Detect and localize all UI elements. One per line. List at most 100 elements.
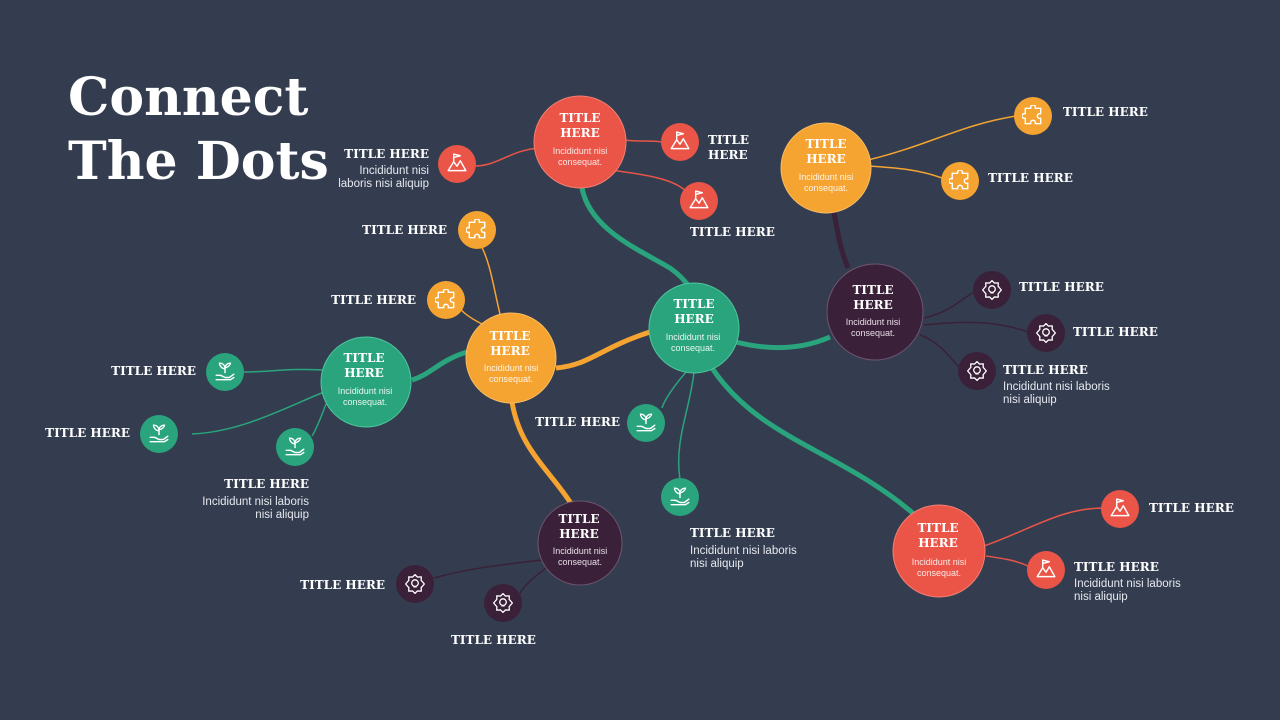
hub-subtitle-line1: Incididunt nisi <box>338 386 393 396</box>
gear-bulb-icon[interactable] <box>396 565 434 603</box>
hub-title-line1: TITLE <box>805 137 846 151</box>
hub-subtitle-line2: consequat. <box>851 328 895 338</box>
label-title: TITLE HERE <box>1149 501 1234 515</box>
hub-bottom-red[interactable]: TITLE HERE Incididunt nisi consequat. <box>892 504 986 598</box>
connector-thin <box>983 507 1105 547</box>
label-title: TITLE HERE <box>362 223 447 237</box>
connector-thin <box>867 165 943 179</box>
hub-subtitle-line1: Incididunt nisi <box>666 332 721 342</box>
hub-subtitle-line1: Incididunt nisi <box>846 317 901 327</box>
hand-plant-icon[interactable] <box>661 478 699 516</box>
gear-bulb-icon[interactable] <box>484 584 522 622</box>
label-description-line2: laboris nisi aliquip <box>338 177 429 190</box>
hand-plant-icon[interactable] <box>276 428 314 466</box>
label-description: Incididunt nisi laboris nisi aliquip <box>1074 578 1181 603</box>
label-description: Incididunt nisi laboris nisi aliquip <box>338 165 429 190</box>
mountain-flag-icon[interactable] <box>438 145 476 183</box>
puzzle-icon[interactable] <box>941 162 979 200</box>
hand-plant-icon[interactable] <box>627 404 665 442</box>
page-title: Connect The Dots <box>68 66 329 194</box>
hub-top-orange[interactable]: TITLE HERE Incididunt nisi consequat. <box>780 122 872 214</box>
hub-title-line2: HERE <box>344 366 384 380</box>
hub-subtitle-line1: Incididunt nisi <box>799 172 854 182</box>
mountain-flag-icon[interactable] <box>1101 490 1139 528</box>
mountain-flag-icon[interactable] <box>680 182 718 220</box>
hub-subtitle-line1: Incididunt nisi <box>484 363 539 373</box>
hub-title-line1: TITLE <box>343 351 384 365</box>
puzzle-icon[interactable] <box>458 211 496 249</box>
hub-title-line2: HERE <box>674 312 714 326</box>
hub-title-line1: TITLE <box>558 512 599 526</box>
hub-left-green[interactable]: TITLE HERE Incididunt nisi consequat. <box>320 336 412 428</box>
connector-thin <box>985 555 1029 567</box>
connector-right-purple-top-orange <box>831 211 851 269</box>
hub-title-line2: HERE <box>806 152 846 166</box>
label-description-line2: nisi aliquip <box>1003 393 1057 406</box>
hub-title-line2: HERE <box>853 298 893 312</box>
label-description-line1: Incididunt nisi laboris <box>1074 578 1181 590</box>
label-title: TITLE HERE <box>331 293 416 307</box>
label-title: TITLE HERE <box>300 578 385 592</box>
label-description-line1: Incididunt nisi laboris <box>202 496 309 508</box>
hub-title-line1: TITLE <box>489 329 530 343</box>
hub-center[interactable]: TITLE HERE Incididunt nisi consequat. <box>648 282 740 374</box>
page-title-line2: The Dots <box>68 131 329 192</box>
connector-thin <box>923 321 1029 333</box>
connector-center-top-red <box>579 187 693 290</box>
connector-thin <box>623 139 663 143</box>
connector-thin <box>867 115 1017 161</box>
hub-bottom-purple[interactable]: TITLE HERE Incididunt nisi consequat. <box>537 500 623 586</box>
hub-subtitle-line2: consequat. <box>343 397 387 407</box>
connector-thin <box>433 559 543 579</box>
label-title: TITLE HERE <box>690 225 775 239</box>
puzzle-icon[interactable] <box>427 281 465 319</box>
satellite-connectors <box>191 115 1105 595</box>
label-description-line1: Incididunt nisi laboris <box>690 545 797 557</box>
hub-subtitle-line2: consequat. <box>558 157 602 167</box>
hub-title-line2: HERE <box>559 527 599 541</box>
connector-thin <box>311 403 327 437</box>
label-title: TITLE HERE <box>708 133 749 163</box>
hub-right-purple[interactable]: TITLE HERE Incididunt nisi consequat. <box>826 263 924 361</box>
label-title: TITLE HERE <box>1019 280 1104 294</box>
hub-subtitle-line1: Incididunt nisi <box>912 557 967 567</box>
label-description: Incididunt nisi laboris nisi aliquip <box>690 545 797 570</box>
mountain-flag-icon[interactable] <box>1027 551 1065 589</box>
connector-thin <box>475 147 541 167</box>
connector-thin <box>923 291 975 319</box>
hub-top-red[interactable]: TITLE HERE Incididunt nisi consequat. <box>533 95 627 189</box>
connector-thin <box>243 368 323 373</box>
connector-thin <box>191 391 325 435</box>
label-title: TITLE HERE <box>535 415 620 429</box>
hub-subtitle-line2: consequat. <box>804 183 848 193</box>
label-title-line1: TITLE <box>708 133 750 147</box>
label-description-line2: nisi aliquip <box>690 557 744 570</box>
connector-center-right-purple <box>735 334 832 351</box>
connector-left-orange-left-green <box>411 349 468 383</box>
gear-bulb-icon[interactable] <box>958 352 996 390</box>
hub-left-orange[interactable]: TITLE HERE Incididunt nisi consequat. <box>465 312 557 404</box>
hand-plant-icon[interactable] <box>206 353 244 391</box>
satellite-icons <box>140 97 1139 622</box>
label-title: TITLE HERE <box>690 526 775 540</box>
hub-title-line1: TITLE <box>852 283 893 297</box>
hub-subtitle-line1: Incididunt nisi <box>553 146 608 156</box>
connector-thin <box>609 169 691 197</box>
connector-thin <box>661 371 687 409</box>
page-title-line1: Connect <box>68 67 309 128</box>
label-description: Incididunt nisi laboris nisi aliquip <box>1003 381 1110 406</box>
hub-title-line1: TITLE <box>559 111 600 125</box>
gear-bulb-icon[interactable] <box>1027 314 1065 352</box>
puzzle-icon[interactable] <box>1014 97 1052 135</box>
label-description-line1: Incididunt nisi <box>359 165 429 177</box>
gear-bulb-icon[interactable] <box>973 271 1011 309</box>
mountain-flag-icon[interactable] <box>661 123 699 161</box>
hand-plant-icon[interactable] <box>140 415 178 453</box>
label-description-line1: Incididunt nisi laboris <box>1003 381 1110 393</box>
hub-title-line2: HERE <box>560 126 600 140</box>
hub-title-line2: HERE <box>490 344 530 358</box>
label-description-line2: nisi aliquip <box>255 508 309 521</box>
label-title: TITLE HERE <box>988 171 1073 185</box>
connector-thin <box>479 243 501 315</box>
